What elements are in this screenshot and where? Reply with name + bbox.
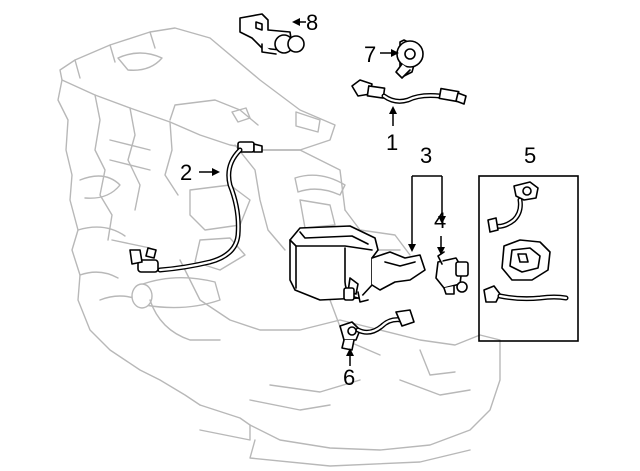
callout-2-leader: [199, 168, 220, 176]
callout-4-leader: [437, 236, 445, 255]
callout-3: 3: [420, 143, 432, 168]
callout-6-leader: [346, 348, 354, 366]
callout-numbers: 8 7 1 2 3 4 5 6: [180, 10, 536, 390]
part-7-knock-sensor: [395, 39, 424, 79]
callout-8-leader: [292, 18, 306, 26]
callout-1: 1: [386, 130, 398, 155]
callout-7-leader: [380, 49, 399, 57]
part-4-vsv-valve: [435, 251, 469, 295]
part-3-charcoal-canister: [289, 225, 426, 303]
callout-6: 6: [343, 365, 355, 390]
callout-7: 7: [364, 42, 376, 67]
callout-3-leader: [408, 175, 446, 252]
part-8-sensor-bracket: [239, 13, 305, 55]
part-6-sensor-pigtail: [339, 309, 415, 351]
part-2-oxygen-sensor: [129, 141, 263, 273]
engine-block-outline: [57, 27, 501, 467]
callout-4: 4: [434, 208, 446, 233]
callout-1-leader: [389, 106, 397, 126]
callout-8: 8: [306, 10, 318, 35]
callout-2: 2: [180, 160, 192, 185]
callout-5: 5: [524, 143, 536, 168]
part-1-oxygen-sensor: [351, 79, 467, 105]
part-5-kit-box: [478, 175, 579, 342]
